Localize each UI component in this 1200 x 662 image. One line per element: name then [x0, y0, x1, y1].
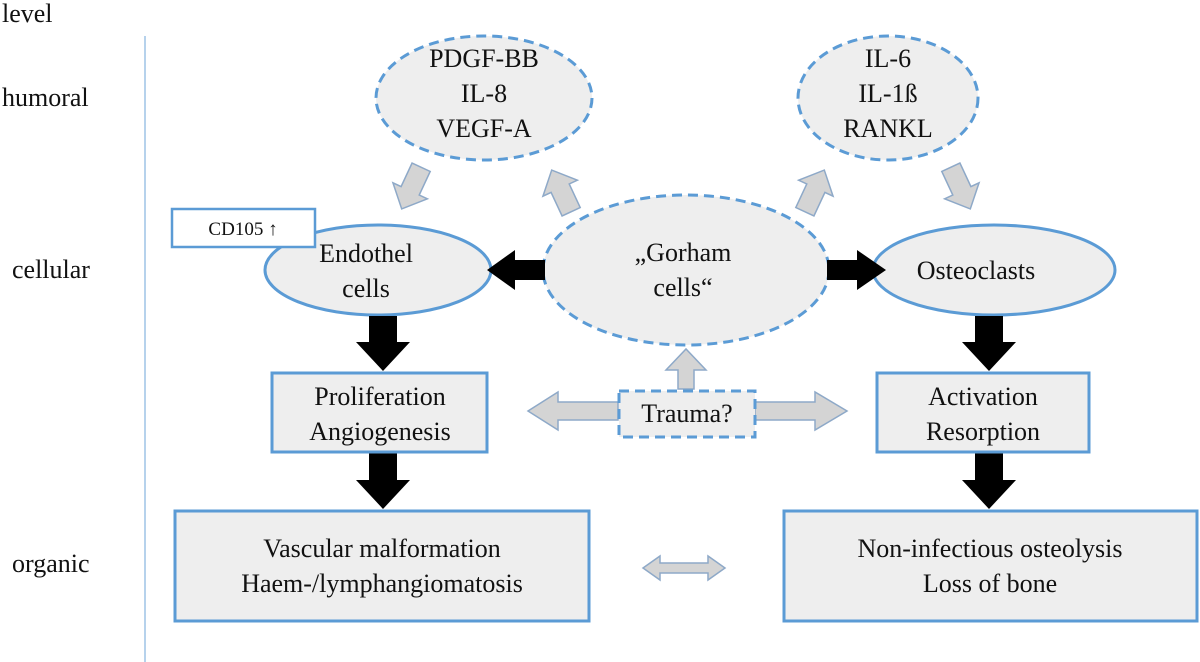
grey-arrow-trauma-to-activation	[754, 390, 849, 432]
osteoclasts-label: Osteoclasts	[917, 256, 1035, 285]
humoral-left-line-1: PDGF-BB	[429, 44, 539, 73]
humoral-right-line-3: RANKL	[843, 114, 933, 143]
gorham-line-1: „Gorham	[635, 238, 732, 267]
activation-line-2: Resorption	[926, 417, 1040, 446]
humoral-left-ellipse	[374, 34, 594, 162]
gorham-cells-ellipse	[541, 193, 831, 347]
cd105-box	[170, 207, 317, 249]
black-arrow-proliferation-to-vascular	[356, 453, 410, 509]
grey-arrow-trauma-to-proliferation	[526, 390, 619, 432]
humoral-right-ellipse	[796, 34, 980, 162]
trauma-box	[617, 389, 757, 439]
level-humoral-label: humoral	[2, 83, 89, 112]
humoral-right-line-2: IL-1ß	[858, 79, 917, 108]
level-header-label: level	[2, 0, 53, 28]
osteolysis-line-1: Non-infectious osteolysis	[857, 534, 1122, 563]
trauma-label: Trauma?	[641, 399, 732, 428]
activation-box	[875, 371, 1091, 454]
black-arrow-gorham-to-endothel	[487, 250, 545, 290]
grey-arrow-trauma-to-gorham	[664, 347, 708, 390]
black-arrow-osteoclasts-to-activation	[962, 316, 1016, 371]
grey-arrow-to-humoral-left	[541, 169, 582, 217]
grey-arrow-to-osteoclasts	[940, 162, 981, 210]
level-organic-label: organic	[12, 549, 90, 578]
gorham-line-2: cells“	[653, 273, 712, 302]
grey-arrow-to-endothel	[391, 162, 432, 210]
humoral-left-line-3: VEGF-A	[436, 114, 532, 143]
grey-double-arrow-organic	[641, 554, 727, 582]
humoral-right-line-1: IL-6	[865, 44, 911, 73]
grey-arrow-to-humoral-right	[794, 169, 835, 217]
osteolysis-line-2: Loss of bone	[923, 569, 1057, 598]
cd105-label: CD105 ↑	[208, 219, 277, 240]
proliferation-line-2: Angiogenesis	[309, 417, 451, 446]
vascular-malformation-box	[173, 509, 591, 623]
black-arrow-endothel-to-proliferation	[356, 316, 410, 371]
level-cellular-label: cellular	[12, 255, 90, 284]
activation-line-1: Activation	[928, 382, 1038, 411]
black-arrow-gorham-to-osteoclasts	[827, 250, 886, 290]
proliferation-line-1: Proliferation	[314, 382, 445, 411]
vascular-line-1: Vascular malformation	[263, 534, 501, 563]
vascular-line-2: Haem-/lymphangiomatosis	[241, 569, 523, 598]
proliferation-box	[270, 371, 489, 454]
osteolysis-box	[782, 509, 1199, 623]
humoral-left-line-2: IL-8	[461, 79, 507, 108]
black-arrow-activation-to-osteolysis	[962, 453, 1016, 509]
endothel-line-1: Endothel	[319, 239, 413, 268]
endothel-line-2: cells	[342, 274, 390, 303]
